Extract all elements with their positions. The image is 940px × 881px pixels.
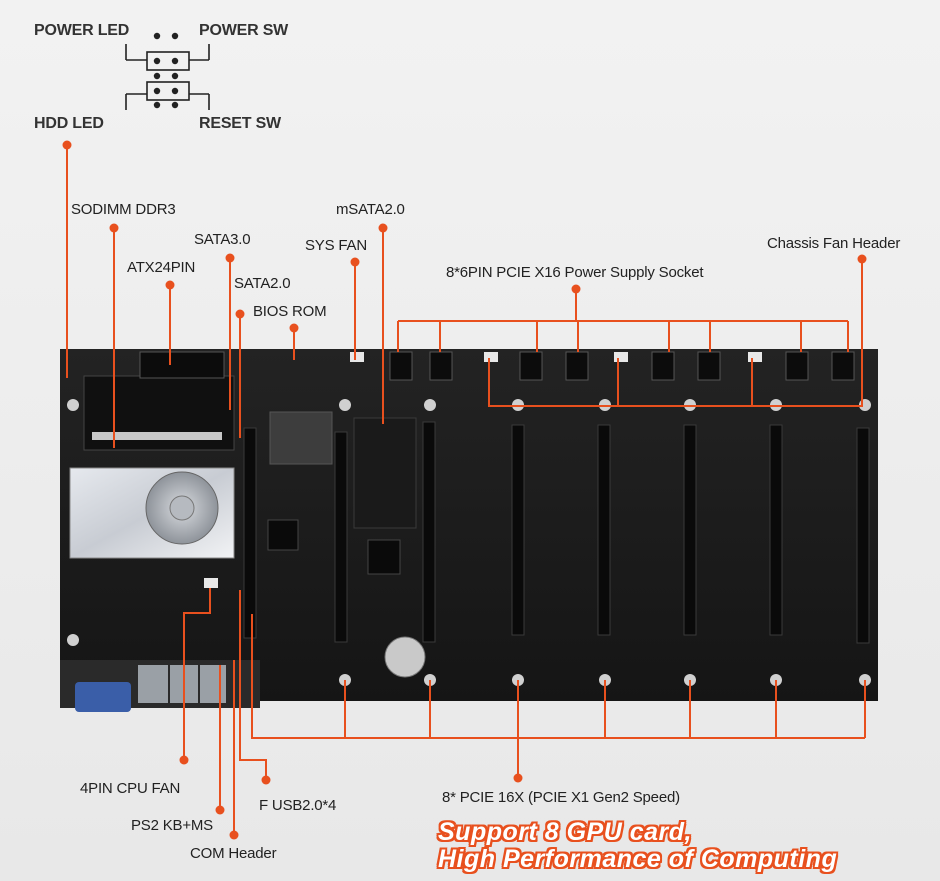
leader-dots xyxy=(62,140,867,840)
front-panel-header-icon xyxy=(125,32,210,110)
label-power-led: POWER LED xyxy=(34,22,130,39)
pcie-slot-group xyxy=(243,421,870,644)
slogan-line-2: High Performance of Computing xyxy=(438,845,838,873)
label-sysfan: SYS FAN xyxy=(305,237,367,254)
label-atx24: ATX24PIN xyxy=(127,259,196,276)
label-ps2: PS2 KB+MS xyxy=(131,817,213,834)
label-pcie-slots: 8* PCIE 16X (PCIE X1 Gen2 Speed) xyxy=(442,789,680,806)
label-hdd-led: HDD LED xyxy=(34,115,104,132)
motherboard xyxy=(60,349,878,712)
label-sata3: SATA3.0 xyxy=(194,231,251,248)
label-msata: mSATA2.0 xyxy=(336,201,405,218)
slogan-line-1: Support 8 GPU card, xyxy=(438,818,692,846)
label-power-sw: POWER SW xyxy=(199,22,289,39)
sodimm-slot xyxy=(92,432,222,440)
label-pcie-power: 8*6PIN PCIE X16 Power Supply Socket xyxy=(446,264,704,281)
lan-port xyxy=(200,665,226,703)
usb-port xyxy=(138,665,168,703)
label-sata2: SATA2.0 xyxy=(234,275,291,292)
label-reset-sw: RESET SW xyxy=(199,115,281,132)
label-bios: BIOS ROM xyxy=(253,303,327,320)
label-com: COM Header xyxy=(190,845,277,862)
label-chassis-fan: Chassis Fan Header xyxy=(767,235,901,252)
label-usb: F USB2.0*4 xyxy=(259,797,337,814)
leader-lines xyxy=(66,145,866,835)
label-sodimm: SODIMM DDR3 xyxy=(71,201,176,218)
vga-port xyxy=(75,682,131,712)
label-cpu-fan: 4PIN CPU FAN xyxy=(80,780,181,797)
